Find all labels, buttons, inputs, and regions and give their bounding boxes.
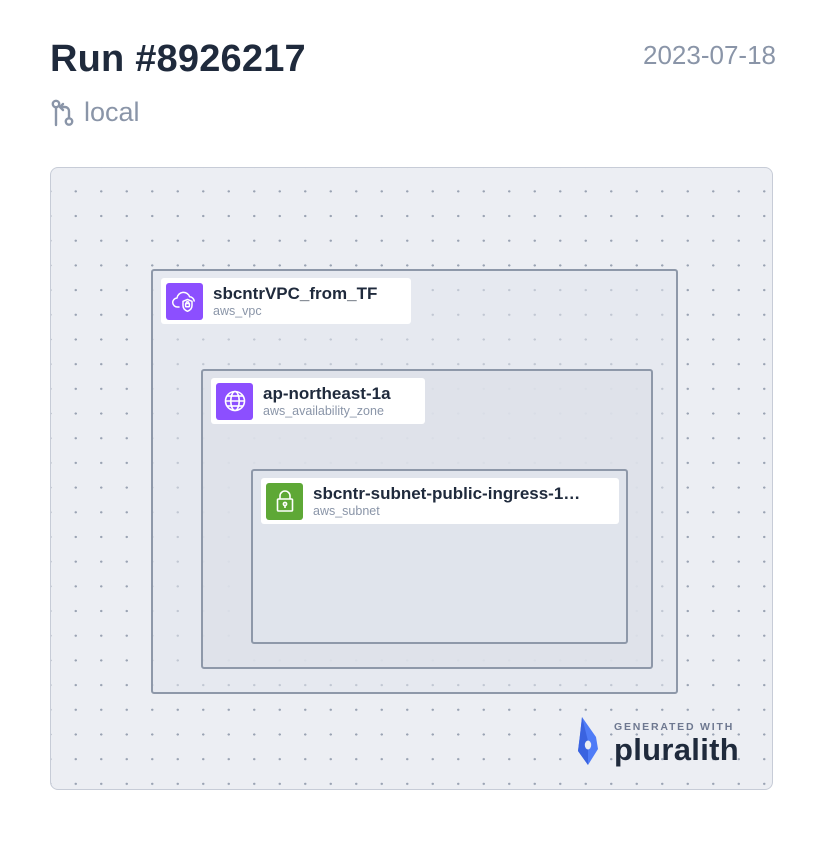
vpc-resource-label[interactable]: sbcntrVPC_from_TF aws_vpc [161, 278, 411, 324]
branch-name: local [84, 97, 140, 127]
vpc-cloud-icon [166, 282, 203, 320]
run-date: 2023-07-18 [643, 40, 776, 70]
globe-icon [216, 382, 253, 420]
resource-type: aws_subnet [313, 503, 380, 518]
generated-with-label: GENERATED WITH [614, 720, 735, 733]
git-branch-icon [50, 99, 76, 127]
resource-type: aws_availability_zone [263, 403, 384, 418]
brand-name: pluralith [614, 731, 739, 767]
branch-info: local [50, 97, 140, 128]
resource-name: sbcntr-subnet-public-ingress-1… [313, 483, 581, 503]
resource-name: ap-northeast-1a [263, 383, 391, 403]
diagram-canvas[interactable]: sbcntrVPC_from_TF aws_vpc ap-northeast-1… [50, 167, 773, 790]
subnet-resource-label[interactable]: sbcntr-subnet-public-ingress-1… aws_subn… [261, 478, 619, 524]
availability-zone-resource-label[interactable]: ap-northeast-1a aws_availability_zone [211, 378, 425, 424]
resource-type: aws_vpc [213, 303, 262, 318]
pluralith-logo-icon [576, 715, 600, 772]
run-title: Run #8926217 [50, 38, 306, 80]
lock-icon [266, 482, 303, 520]
resource-name: sbcntrVPC_from_TF [213, 283, 378, 303]
pluralith-branding: GENERATED WITH pluralith [576, 715, 739, 772]
